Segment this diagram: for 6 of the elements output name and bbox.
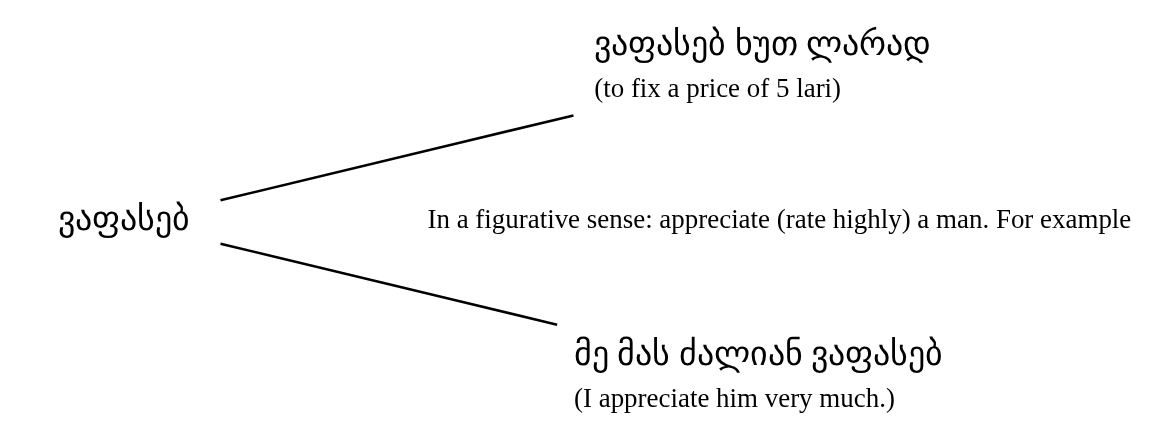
node-text: მე მას ძალიან ვაფასებ (I appreciate him very much.)	[573, 335, 943, 413]
node-text: ვაფასებ	[57, 200, 190, 238]
connector	[219, 242, 557, 326]
label: In a figurative sense: appreciate (rate highly) a man. For example	[426, 204, 1131, 235]
connector	[219, 114, 574, 202]
node-text: ვაფასებ ხუთ ლარად (to fix a price of 5 lari)	[593, 25, 931, 104]
